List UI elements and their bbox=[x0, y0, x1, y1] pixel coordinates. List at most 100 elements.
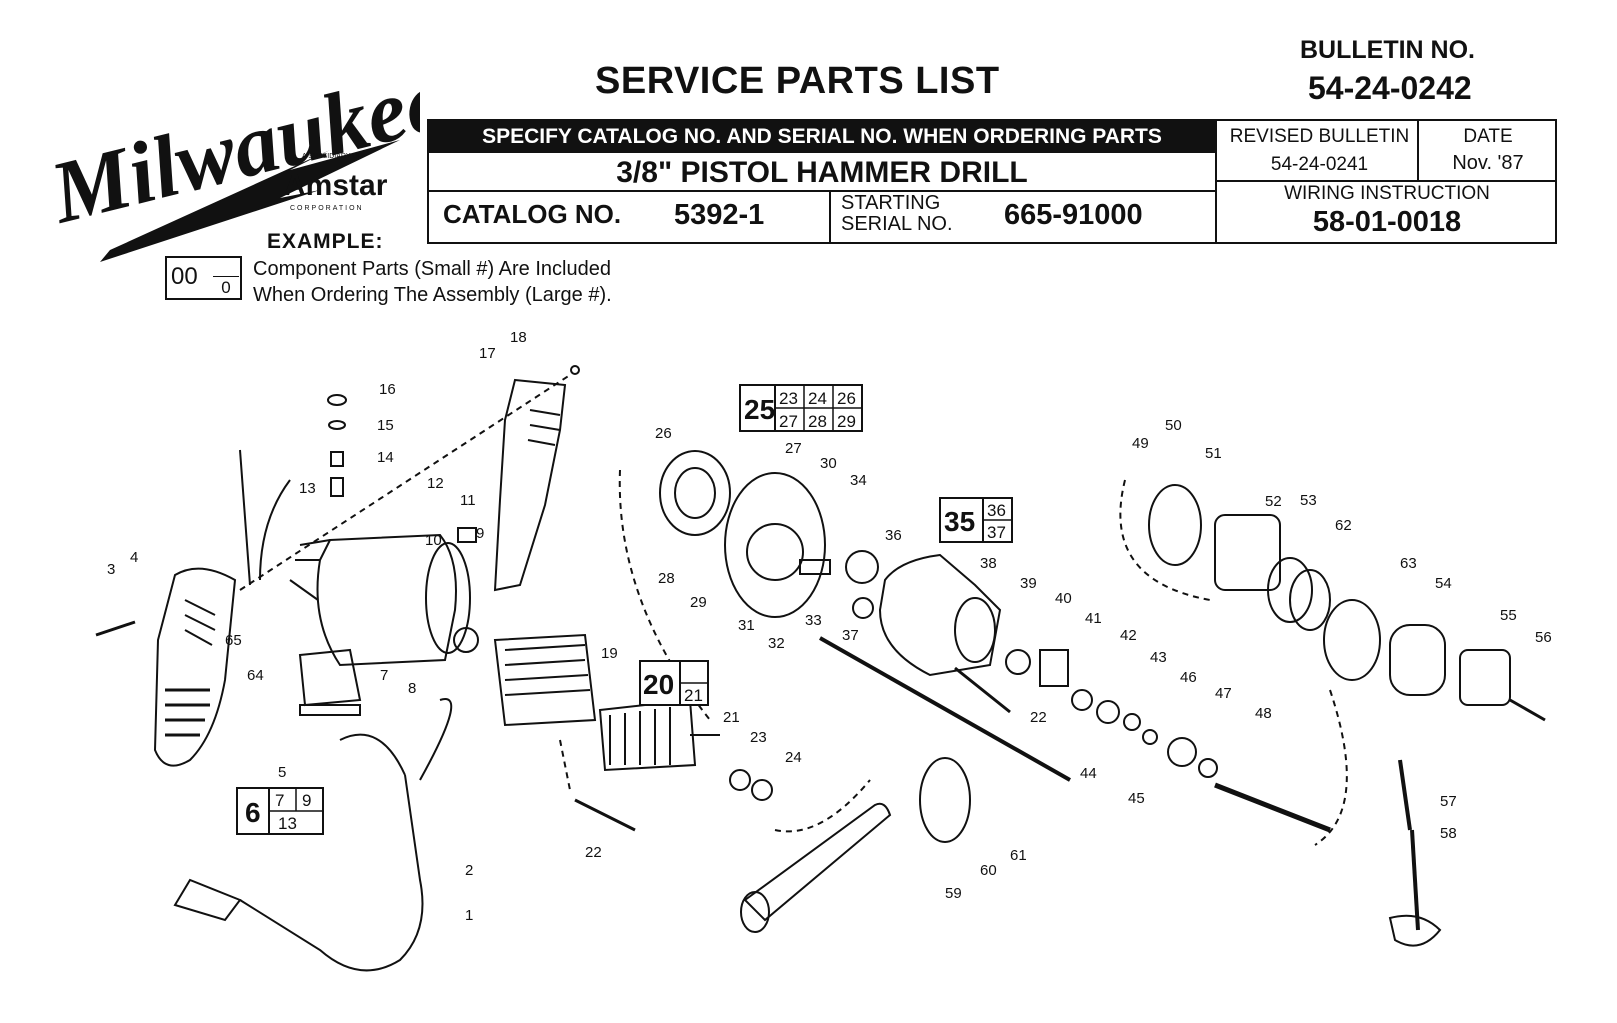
callout-5: 5 bbox=[278, 764, 286, 781]
callout-26: 26 bbox=[655, 425, 672, 442]
handle-grip-ribs bbox=[165, 688, 210, 737]
ring-52 bbox=[1267, 557, 1313, 623]
assembly-6-sub: 13 bbox=[278, 814, 297, 833]
rear-housing-vents bbox=[527, 409, 561, 446]
field-windings bbox=[504, 644, 591, 696]
catalog-number: 5392-1 bbox=[674, 199, 765, 231]
part-18 bbox=[570, 365, 580, 375]
callout-65: 65 bbox=[225, 632, 242, 649]
page-title: SERVICE PARTS LIST bbox=[595, 60, 1000, 102]
switch-wires bbox=[239, 449, 291, 586]
callout-49: 49 bbox=[1132, 435, 1149, 452]
assembly-25-box: 25 23 24 26 27 28 29 bbox=[739, 384, 863, 432]
callout-11: 11 bbox=[460, 492, 476, 509]
callout-1: 1 bbox=[465, 907, 473, 924]
callout-27: 27 bbox=[785, 440, 802, 457]
chuck-key-57 bbox=[1398, 759, 1412, 831]
bearing-part bbox=[453, 627, 479, 653]
parent-line2: CORPORATION bbox=[290, 205, 364, 212]
revised-bulletin-label: REVISED BULLETIN bbox=[1229, 126, 1410, 147]
gear-case-nose bbox=[954, 597, 996, 663]
field-part bbox=[493, 633, 597, 727]
part-40 bbox=[1039, 649, 1069, 687]
callout-63: 63 bbox=[1400, 555, 1417, 572]
date-label: DATE bbox=[1463, 126, 1513, 147]
depth-plate-60 bbox=[919, 757, 971, 843]
callout-37: 37 bbox=[842, 627, 859, 644]
callout-22-upper: 22 bbox=[1030, 709, 1047, 726]
callout-16: 16 bbox=[379, 381, 396, 398]
washer-24 bbox=[751, 779, 773, 801]
washer-15 bbox=[328, 420, 346, 430]
housing-details bbox=[289, 539, 331, 601]
depth-rod-part bbox=[819, 636, 1071, 782]
switch-base bbox=[299, 704, 361, 716]
callout-4: 4 bbox=[130, 549, 138, 566]
callout-41: 41 bbox=[1085, 610, 1102, 627]
armature-segments bbox=[609, 707, 671, 765]
assembly-20-box: 20 21 bbox=[639, 660, 709, 706]
screw-3 bbox=[95, 620, 136, 637]
ring-39 bbox=[1005, 649, 1031, 675]
assembly-6-sub: 7 bbox=[275, 791, 284, 810]
rear-housing-part bbox=[493, 378, 567, 592]
callout-43: 43 bbox=[1150, 649, 1167, 666]
callout-39: 39 bbox=[1020, 575, 1037, 592]
assembly-35-sub: 36 bbox=[987, 501, 1006, 520]
assembly-25-sub: 23 bbox=[779, 389, 798, 408]
callout-61: 61 bbox=[1010, 847, 1027, 864]
callout-22-lower: 22 bbox=[585, 844, 602, 861]
starting-label: STARTING bbox=[841, 192, 941, 214]
callout-64: 64 bbox=[247, 667, 264, 684]
example-small-number: 0 bbox=[221, 278, 231, 297]
specify-banner: SPECIFY CATALOG NO. AND SERIAL NO. WHEN … bbox=[429, 121, 1215, 153]
bearing-46 bbox=[1167, 737, 1197, 767]
callout-50: 50 bbox=[1165, 417, 1182, 434]
serial-label: SERIAL NO. bbox=[841, 213, 953, 235]
callout-58: 58 bbox=[1440, 825, 1457, 842]
wiring-instruction-number: 58-01-0018 bbox=[1312, 206, 1462, 238]
callout-38: 38 bbox=[980, 555, 997, 572]
callout-48: 48 bbox=[1255, 705, 1272, 722]
serial-number: 665-91000 bbox=[1004, 199, 1143, 231]
collar-51 bbox=[1214, 514, 1281, 591]
callout-46: 46 bbox=[1180, 669, 1197, 686]
callout-17: 17 bbox=[479, 345, 496, 362]
example-text-line2: When Ordering The Assembly (Large #). bbox=[253, 284, 612, 306]
bulletin-label: BULLETIN NO. bbox=[1300, 36, 1475, 64]
callout-18: 18 bbox=[510, 329, 527, 346]
callout-28: 28 bbox=[658, 570, 675, 587]
bearing-37 bbox=[852, 597, 874, 619]
gear-32-part bbox=[746, 523, 804, 581]
dashed-leader bbox=[239, 374, 571, 591]
screw-56 bbox=[1509, 698, 1546, 722]
callout-13: 13 bbox=[299, 480, 316, 497]
divider bbox=[1215, 121, 1217, 244]
callout-53: 53 bbox=[1300, 492, 1317, 509]
divider bbox=[829, 192, 831, 244]
callout-33: 33 bbox=[805, 612, 822, 629]
assembly-25-sub: 29 bbox=[837, 412, 856, 431]
screw-22-upper bbox=[954, 666, 1011, 714]
bearing-23 bbox=[729, 769, 751, 791]
callout-56: 56 bbox=[1535, 629, 1552, 646]
divider bbox=[1217, 180, 1557, 182]
chuck-55 bbox=[1459, 649, 1511, 706]
callout-12: 12 bbox=[427, 475, 444, 492]
ring-50 bbox=[1148, 484, 1202, 566]
assembly-35-box: 35 36 37 bbox=[939, 497, 1013, 543]
gear-34-part bbox=[845, 550, 879, 584]
callout-45: 45 bbox=[1128, 790, 1145, 807]
lightning-bolt-icon bbox=[100, 140, 400, 262]
callout-10: 10 bbox=[425, 532, 442, 549]
callout-8: 8 bbox=[408, 680, 416, 697]
cord-part bbox=[239, 774, 424, 972]
callout-60: 60 bbox=[980, 862, 997, 879]
assembly-25-sub: 26 bbox=[837, 389, 856, 408]
assembly-35-sub: 37 bbox=[987, 523, 1006, 542]
handle-housing-part bbox=[153, 567, 237, 767]
callout-57: 57 bbox=[1440, 793, 1457, 810]
assembly-6-box: 6 7 9 13 bbox=[236, 787, 324, 835]
ring-53 bbox=[1289, 569, 1331, 631]
callout-2: 2 bbox=[465, 862, 473, 879]
